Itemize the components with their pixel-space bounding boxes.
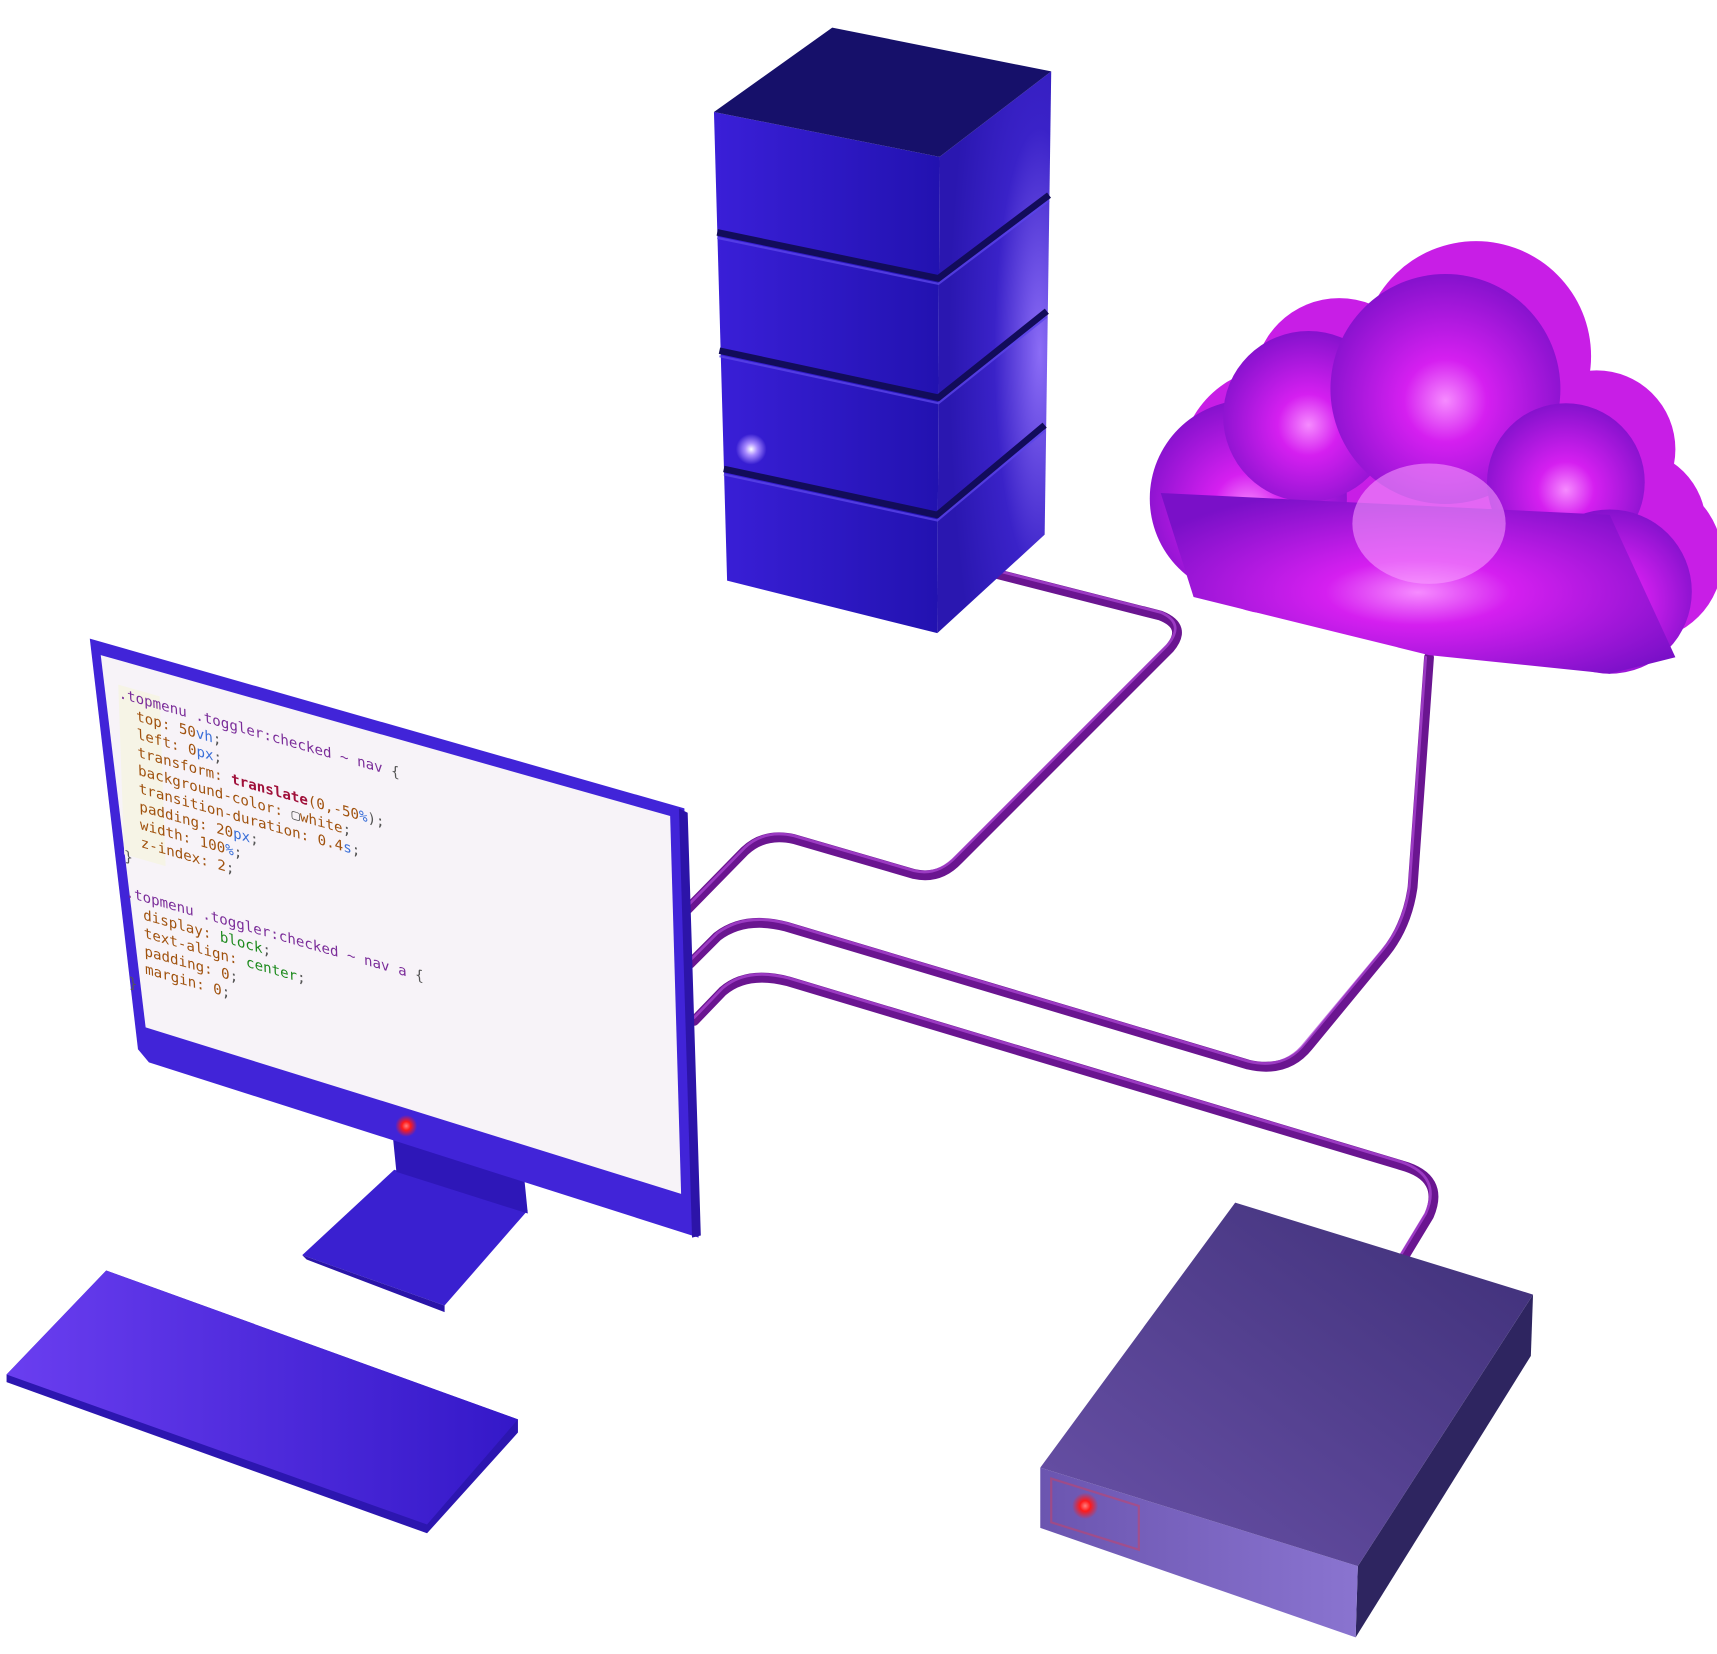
monitor-stand-base xyxy=(302,1169,528,1306)
code-token: ; xyxy=(229,968,238,986)
code-token: s xyxy=(343,839,352,857)
code-token: 50 xyxy=(179,721,197,742)
code-token: ; xyxy=(226,860,235,878)
cloud-icon xyxy=(1149,241,1717,674)
code-token: 20 xyxy=(216,821,234,842)
code-token: ; xyxy=(233,844,242,862)
code-line: } xyxy=(128,975,137,993)
code-token: ; xyxy=(262,942,271,960)
code-token: ; xyxy=(351,842,360,860)
storage-box-icon xyxy=(1040,1202,1534,1638)
code-token: % xyxy=(225,842,234,860)
code-token: } xyxy=(128,975,137,993)
cables xyxy=(682,566,1439,1263)
code-token: ; xyxy=(250,831,259,849)
cable-box-to-monitor xyxy=(689,972,1439,1263)
code-token: } xyxy=(124,849,133,867)
server-icon xyxy=(713,27,1052,634)
code-token: px xyxy=(196,744,214,765)
monitor-icon: .topmenu .toggler:checked ~ nav { top: 5… xyxy=(89,638,701,1313)
code-token: 0.4 xyxy=(317,832,343,855)
code-token: 0 xyxy=(221,966,230,984)
code-gutter xyxy=(118,684,166,867)
monitor-power-light xyxy=(395,1114,418,1137)
monitor-screen xyxy=(100,655,682,1194)
server-status-light xyxy=(735,433,767,465)
code-token: 0 xyxy=(188,742,197,760)
code-token: ; xyxy=(221,984,230,1002)
code-token: ▢ xyxy=(291,807,300,825)
code-token: 100 xyxy=(199,834,225,857)
code-token: ; xyxy=(297,969,306,987)
box-status-light xyxy=(1072,1492,1099,1520)
cable-cloud-to-monitor xyxy=(684,652,1434,1072)
code-token: % xyxy=(359,808,368,826)
code-token: ; xyxy=(342,821,351,839)
code-token: vh xyxy=(196,726,214,747)
code-token: { xyxy=(415,967,424,985)
keyboard-icon xyxy=(6,1270,518,1534)
code-line xyxy=(125,867,134,885)
code-token: 2 xyxy=(217,857,226,875)
code-token: px xyxy=(233,826,251,847)
code-token: ); xyxy=(367,810,385,831)
code-token: { xyxy=(391,764,400,782)
code-line: } xyxy=(124,849,133,867)
code-token: 0 xyxy=(213,981,222,999)
code-token: ; xyxy=(213,731,222,749)
code-token: ; xyxy=(213,749,222,767)
